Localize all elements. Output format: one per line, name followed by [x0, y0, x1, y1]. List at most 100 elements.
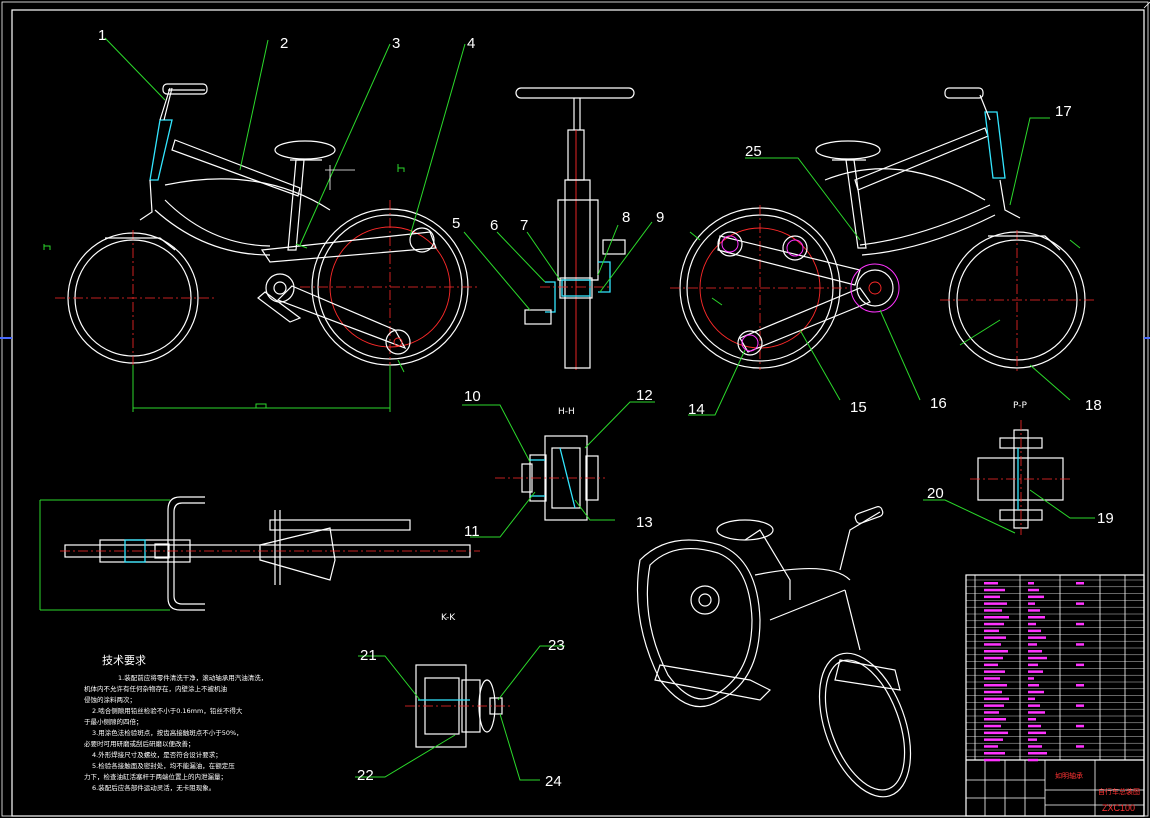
- section-label-kk: K-K: [441, 613, 456, 623]
- title-block-row-text: [984, 758, 1000, 762]
- title-block-row-text: [984, 684, 1007, 687]
- title-block-row-text: [984, 588, 1005, 592]
- part-number-11: 11: [464, 523, 480, 540]
- title-block-row-text: [1028, 738, 1037, 741]
- title-block-row-text: [1076, 704, 1084, 707]
- part-number-10: 10: [464, 388, 481, 405]
- tech-requirement-line: 侵蚀的涂料两次；: [84, 695, 136, 704]
- title-block-row-text: [1028, 745, 1042, 748]
- tech-requirement-line: 机体内不允许有任何杂物存在，内壁涂上不被机油: [84, 684, 227, 693]
- part-number-20: 20: [927, 485, 944, 502]
- part-number-8: 8: [622, 209, 630, 226]
- section-label-hh: H-H: [558, 407, 575, 417]
- part-number-14: 14: [688, 401, 705, 418]
- title-block-row-text: [1028, 758, 1038, 762]
- part-number-24: 24: [545, 773, 562, 790]
- title-block-row-text: [1028, 752, 1047, 755]
- part-number-9: 9: [656, 209, 664, 226]
- part-number-7: 7: [520, 217, 528, 234]
- tech-requirement-line: 力下，检查油缸活塞杆于两端位置上的内泄漏量；: [84, 772, 227, 781]
- title-block-row-text: [984, 595, 1000, 599]
- title-block-row-text: [984, 636, 1006, 639]
- title-block-row-text: [1028, 684, 1039, 687]
- tech-requirement-line: 于最小侧隙的四倍；: [84, 717, 143, 726]
- title-block-row-text: [1028, 582, 1034, 585]
- title-block-name-field: 自行车总装图: [1098, 787, 1140, 796]
- title-block-row-text: [984, 602, 1007, 605]
- section-pp: [923, 420, 1095, 535]
- title-block-row-text: [984, 677, 1000, 680]
- title-block-row-text: [1028, 677, 1034, 680]
- title-block-row-text: [984, 582, 998, 585]
- part-number-21: 21: [360, 647, 377, 664]
- inner-frame: [11, 9, 1145, 817]
- title-block-row-text: [984, 663, 998, 667]
- tech-requirement-line: 必要时可用研磨或刮后研磨以便改善；: [84, 739, 195, 748]
- part-number-5: 5: [452, 215, 460, 232]
- side-view-left: [43, 37, 480, 412]
- title-block-row-text: [1028, 711, 1045, 714]
- part-number-22: 22: [357, 767, 374, 784]
- title-block-row-text: [984, 731, 1008, 735]
- side-view-right: [670, 87, 1095, 416]
- part-number-17: 17: [1055, 103, 1072, 120]
- tech-requirement-line: 1.装配前应将零件清洗干净，滚动轴承用汽油清洗，: [118, 673, 267, 682]
- part-number-15: 15: [850, 399, 867, 416]
- part-number-3: 3: [392, 35, 400, 52]
- title-block-row-text: [1028, 690, 1044, 694]
- part-number-23: 23: [548, 637, 565, 654]
- title-block-row-text: [984, 609, 1002, 612]
- section-label-pp: P-P: [1013, 401, 1027, 411]
- frame-tick-top: [1143, 1, 1150, 9]
- part-number-25: 25: [745, 143, 762, 160]
- title-block-row-text: [984, 738, 1003, 741]
- title-block-row-text: [1028, 697, 1035, 701]
- title-block-row-text: [1028, 663, 1038, 667]
- title-block-row-text: [1076, 724, 1084, 728]
- title-block-row-text: [1076, 745, 1084, 748]
- title-block-row-text: [984, 670, 1005, 673]
- tech-requirement-line: 2.啮合侧隙用铅丝检验不小于0.16mm，铅丝不得大: [92, 706, 243, 715]
- title-block-row-text: [1028, 704, 1040, 707]
- title-block-row-text: [984, 629, 999, 633]
- title-block-row-text: [1028, 731, 1046, 735]
- title-block-row-text: [1028, 629, 1041, 633]
- title-block-row-text: [1028, 643, 1037, 646]
- title-block-row-text: [1028, 650, 1042, 653]
- tech-requirements-lines: 1.装配前应将零件清洗干净，滚动轴承用汽油清洗， 机体内不允许有任何杂物存在，内…: [84, 673, 267, 792]
- part-number-2: 2: [280, 35, 288, 52]
- tech-requirements-title: 技术要求: [102, 654, 146, 667]
- title-block-row-text: [1076, 622, 1084, 626]
- title-block-row-text: [1076, 684, 1084, 687]
- title-block-row-text: [984, 752, 1005, 755]
- title-block-row-text: [1028, 656, 1047, 660]
- title-block-row-text: [1076, 643, 1084, 646]
- title-block-row-text: [984, 622, 1004, 626]
- top-view: [39, 496, 480, 611]
- title-block-row-text: [984, 616, 1009, 619]
- title-block-row-text: [1028, 609, 1040, 612]
- part-number-4: 4: [467, 35, 475, 52]
- title-block-row-text: [1028, 718, 1036, 721]
- part-number-19: 19: [1097, 510, 1114, 527]
- part-number-16: 16: [930, 395, 947, 412]
- title-block-row-text: [1028, 616, 1045, 619]
- title-block-row-text: [984, 650, 1008, 653]
- title-block-side-field: 如明轴承: [1055, 771, 1083, 780]
- part-number-1: 1: [98, 27, 106, 44]
- title-block-row-text: [984, 690, 1002, 694]
- tech-requirement-line: 5.检验各接触面及密封处，均不能漏油，在额定压: [92, 761, 235, 770]
- title-block-row-text: [984, 656, 1003, 660]
- title-block-row-text: [1028, 588, 1039, 592]
- title-block-row-text: [1076, 663, 1084, 667]
- front-view: [463, 87, 653, 370]
- section-hh: [462, 401, 655, 538]
- title-block-row-text: [984, 745, 998, 748]
- title-block-row-text: [1076, 582, 1084, 585]
- title-block-row-text: [984, 711, 999, 714]
- part-number-13: 13: [636, 514, 653, 531]
- title-block-drawing-code: ZXC100: [1102, 803, 1135, 813]
- tech-requirement-line: 6.装配后应各部件运动灵活，无卡阻现象。: [92, 783, 215, 792]
- title-block-row-text: [1028, 670, 1043, 673]
